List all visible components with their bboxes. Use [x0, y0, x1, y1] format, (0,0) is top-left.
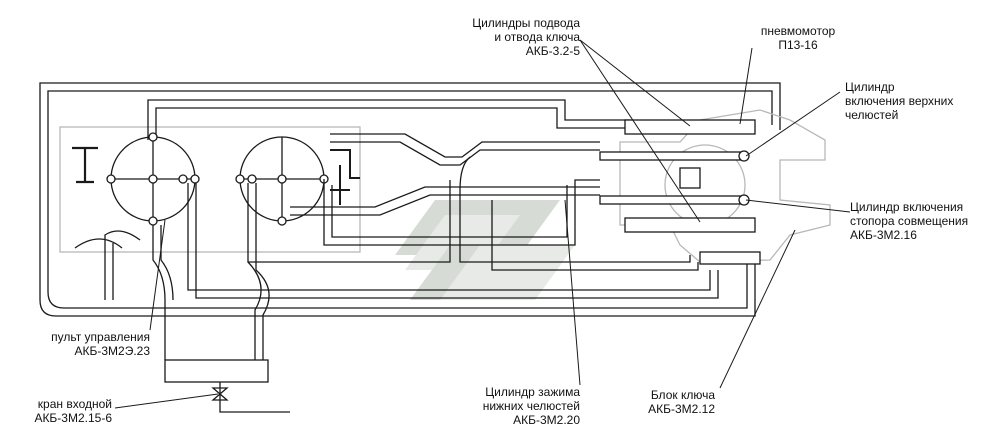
control-handle — [72, 146, 98, 184]
valve-symbol — [211, 387, 229, 401]
label-line: АКБ-3М2.12 — [648, 402, 715, 416]
label-cylinder-upper-jaws: Цилиндр включения верхних челюстей — [845, 80, 975, 122]
bottom-pipe-loop — [39, 255, 756, 317]
label-line: пневмомотор — [760, 24, 836, 38]
cylinder-upper-jaws — [599, 151, 741, 161]
outer-pipe-loop — [39, 82, 781, 300]
label-line: АКБ-3М2.15-6 — [34, 411, 112, 425]
label-line: нижних челюстей — [482, 399, 580, 413]
label-line: АКБ-3М2.20 — [513, 413, 580, 427]
label-line: АКБ-3М2.16 — [850, 228, 917, 242]
pipe-to-lower — [290, 186, 600, 216]
valve-body — [164, 359, 269, 383]
pipelines — [39, 39, 851, 413]
label-cylinder-supply: Цилиндры подвода и отвода ключа АКБ-3.2-… — [435, 16, 580, 58]
label-line: Блок ключа — [650, 388, 715, 402]
label-line: П13-16 — [778, 38, 818, 52]
cylinder-stopper — [599, 195, 741, 205]
label-pneumomotor: пневмомотор П13-16 — [748, 24, 848, 52]
pipe-to-key-block — [187, 183, 719, 299]
label-line: включения верхних — [845, 94, 954, 108]
cylinder-supply-lower — [624, 217, 756, 233]
label-line: Цилиндр — [845, 80, 895, 94]
label-line: и отвода ключа — [494, 30, 580, 44]
label-line: Цилиндр зажима — [485, 385, 580, 399]
label-cylinder-stopper: Цилиндр включения стопора совмещения АКБ… — [850, 200, 984, 242]
pipe-to-block-a — [459, 156, 691, 263]
label-key-block: Блок ключа АКБ-3М2.12 — [600, 388, 715, 416]
leader-lines — [114, 39, 851, 409]
label-inlet-valve: кран входной АКБ-3М2.15-6 — [2, 397, 112, 425]
cylinder-supply-upper — [624, 119, 756, 135]
watermark-logo — [395, 200, 575, 300]
inlet-pipe — [219, 382, 290, 413]
upper-pipe-loop — [147, 99, 630, 140]
label-line: стопора совмещения — [850, 214, 969, 228]
pipe-to-motor — [330, 133, 600, 166]
label-line: АКБ-3.2-5 — [525, 44, 580, 58]
panel-frame — [59, 126, 361, 253]
label-line: челюстей — [845, 108, 899, 122]
label-line: Цилиндр включения — [850, 200, 964, 214]
cylinder-lower-jaws — [699, 251, 761, 265]
label-line: АКБ-3М2Э.23 — [74, 344, 150, 358]
label-line: пульт управления — [51, 330, 150, 344]
label-cylinder-lower-jaws: Цилиндр зажима нижних челюстей АКБ-3М2.2… — [440, 385, 580, 427]
label-control-panel: пульт управления АКБ-3М2Э.23 — [2, 330, 150, 358]
key-block-outline — [619, 109, 831, 263]
label-line: кран входной — [37, 397, 112, 411]
label-line: Цилиндры подвода — [472, 16, 580, 30]
pipe-to-block-b — [491, 200, 699, 271]
pneumomotor — [679, 167, 701, 189]
control-lever — [330, 149, 360, 205]
